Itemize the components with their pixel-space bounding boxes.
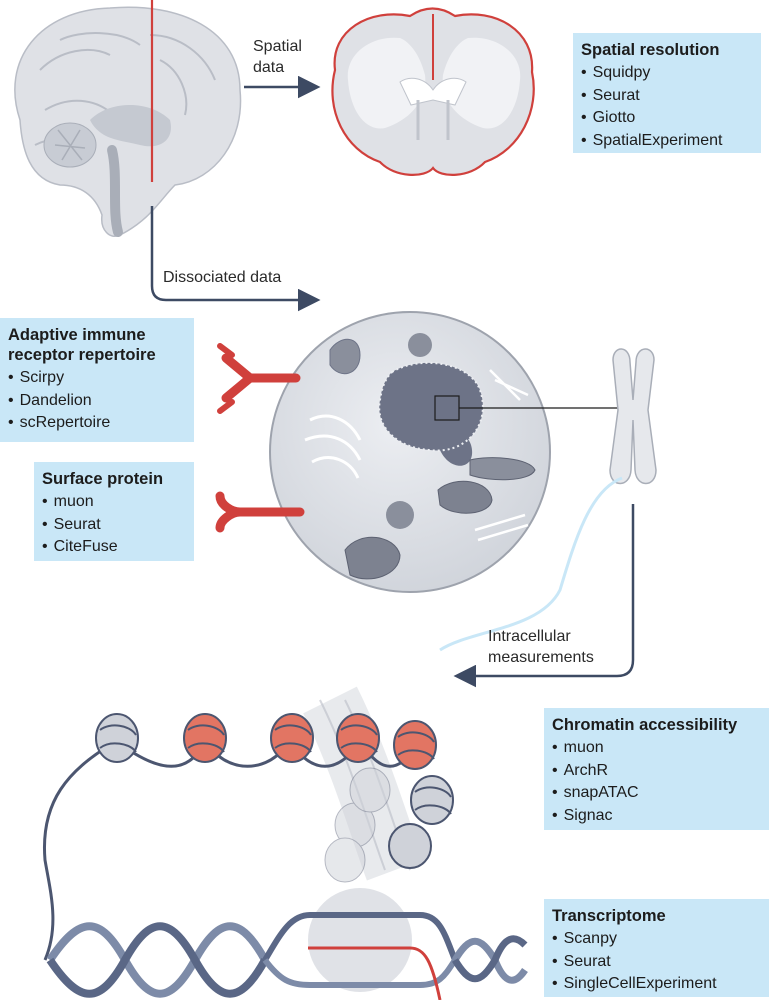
cell-illustration <box>269 311 551 593</box>
chromosome-illustration <box>609 348 657 485</box>
tool-item: Seurat <box>552 951 761 974</box>
brain-sagittal-illustration <box>14 0 242 237</box>
immune-tools-list: Scirpy Dandelion scRepertoire <box>8 367 186 435</box>
dna-helix-transcription <box>46 888 528 1000</box>
tool-item: Signac <box>552 805 761 828</box>
tool-item: Dandelion <box>8 390 186 413</box>
dissociated-arrow <box>150 206 321 312</box>
tool-item: SingleCellExperiment <box>552 973 761 996</box>
nucleosome <box>410 775 454 825</box>
nucleosome-highlighted <box>393 720 437 770</box>
tool-item: muon <box>552 737 761 760</box>
surface-protein-receptor <box>215 491 305 533</box>
intracellular-measurements-label: Intracellular measurements <box>488 626 594 668</box>
adaptive-immune-box: Adaptive immune receptor repertoire Scir… <box>0 318 194 442</box>
chromatin-accessibility-box: Chromatin accessibility muon ArchR snapA… <box>544 708 769 830</box>
dissociated-data-label: Dissociated data <box>163 269 282 286</box>
tool-item: snapATAC <box>552 782 761 805</box>
surface-protein-box: Surface protein muon Seurat CiteFuse <box>34 462 194 561</box>
tool-item: Seurat <box>42 514 186 537</box>
nucleosome <box>95 713 139 763</box>
tool-item: Scanpy <box>552 928 761 951</box>
chromatin-tools-list: muon ArchR snapATAC Signac <box>552 737 761 827</box>
tool-item: Seurat <box>581 85 753 108</box>
tool-item: Squidpy <box>581 62 753 85</box>
adaptive-immune-title: Adaptive immune receptor repertoire <box>8 325 186 365</box>
tool-item: CiteFuse <box>42 536 186 559</box>
intracellular-arrow <box>453 504 635 688</box>
spatial-data-label: Spatial data <box>253 36 302 78</box>
adaptive-immune-title-line2: receptor repertoire <box>8 346 156 364</box>
transcriptome-title: Transcriptome <box>552 907 666 925</box>
transcriptome-box: Transcriptome Scanpy Seurat SingleCellEx… <box>544 899 769 997</box>
intracellular-label-line2: measurements <box>488 649 594 666</box>
tool-item: scRepertoire <box>8 412 186 435</box>
nucleosome-highlighted <box>270 713 314 763</box>
adaptive-immune-title-line1: Adaptive immune <box>8 326 146 344</box>
nucleosome-highlighted <box>183 713 227 763</box>
tool-item: Scirpy <box>8 367 186 390</box>
nucleosome-highlighted <box>336 713 380 763</box>
spatial-resolution-title: Spatial resolution <box>581 41 720 59</box>
tool-item: SpatialExperiment <box>581 130 753 153</box>
tool-item: Giotto <box>581 107 753 130</box>
spatial-tools-list: Squidpy Seurat Giotto SpatialExperiment <box>581 62 753 152</box>
surface-tools-list: muon Seurat CiteFuse <box>42 491 186 559</box>
transcriptome-tools-list: Scanpy Seurat SingleCellExperiment <box>552 928 761 996</box>
intracellular-label-line1: Intracellular <box>488 628 571 645</box>
tool-item: muon <box>42 491 186 514</box>
chromatin-accessibility-title: Chromatin accessibility <box>552 716 738 734</box>
spatial-resolution-box: Spatial resolution Squidpy Seurat Giotto… <box>573 33 761 153</box>
spatial-data-label-line1: Spatial <box>253 38 302 55</box>
antibody-receptor <box>217 343 301 414</box>
chromatin-fiber-illustration <box>42 686 454 961</box>
brain-coronal-illustration <box>331 7 535 176</box>
nucleosome <box>388 823 432 869</box>
surface-protein-title: Surface protein <box>42 470 164 488</box>
tool-item: ArchR <box>552 760 761 783</box>
spatial-data-label-line2: data <box>253 59 285 76</box>
